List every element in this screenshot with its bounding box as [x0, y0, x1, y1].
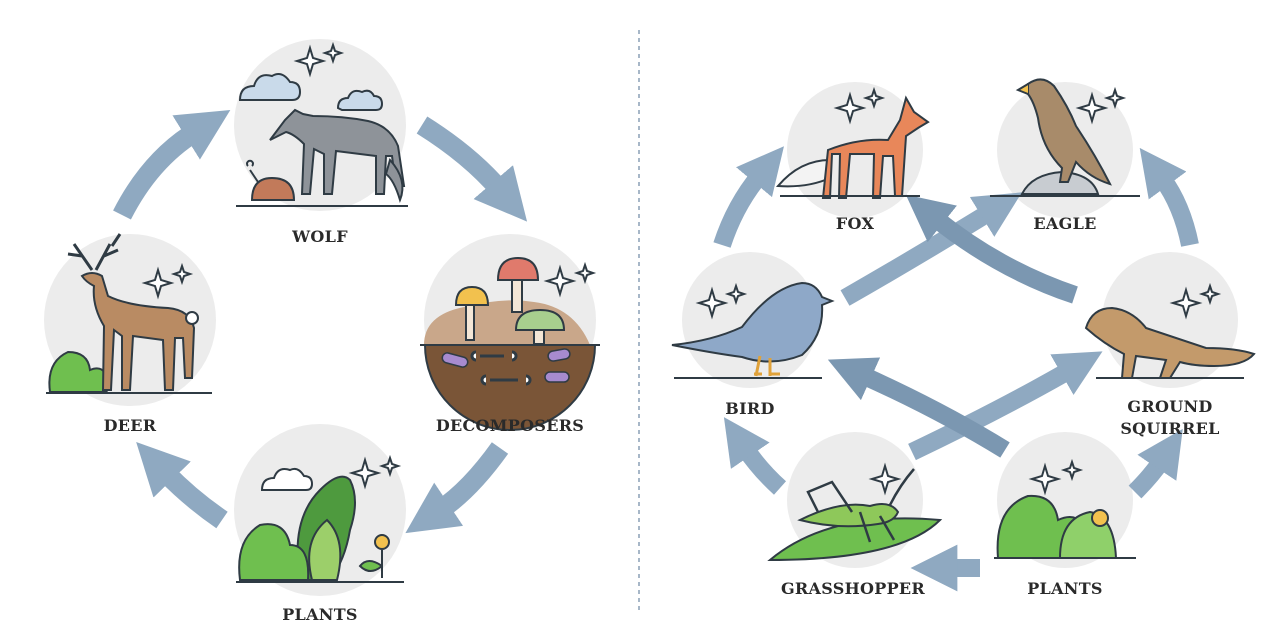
bone-icon	[480, 374, 532, 386]
bird-illustration	[671, 281, 835, 379]
sparkle-icon	[321, 41, 345, 65]
sparkle-icon	[348, 456, 382, 490]
bone-icon	[246, 159, 259, 183]
label-grasshopper: GRASSHOPPER	[781, 579, 925, 598]
label-plants-left: PLANTS	[282, 605, 358, 624]
arrow-grasshopper-to-bird	[723, 417, 787, 495]
sparkle-icon	[1103, 86, 1127, 110]
arrow-wolf-to-decomposers	[416, 116, 528, 222]
sparkle-icon	[695, 286, 729, 320]
fox-tail	[775, 158, 831, 188]
sparkle-icon	[833, 91, 867, 125]
label-wolf: WOLF	[291, 227, 348, 246]
cloud-icon	[260, 467, 314, 491]
flower-icon	[1091, 509, 1109, 527]
arrow-grasshopper-to-squirrel	[908, 351, 1103, 461]
arrow-plants-to-squirrel	[1128, 428, 1183, 499]
sparkle-icon	[1198, 282, 1222, 306]
sparkle-icon	[378, 454, 402, 478]
leaf-icon	[767, 517, 943, 562]
sparkle-icon	[543, 264, 577, 298]
plants-left-illustration	[236, 454, 404, 583]
eagle-illustration	[990, 78, 1140, 197]
leaf-icon	[308, 518, 342, 581]
grasshopper-body	[797, 503, 900, 528]
grasshopper-illustration	[767, 462, 943, 562]
label-ground-squirrel-2: SQUIRREL	[1120, 419, 1219, 438]
label-bird: BIRD	[725, 399, 774, 418]
label-deer: DEER	[104, 416, 157, 435]
decomposers-illustration	[420, 256, 600, 431]
wolf-illustration	[236, 41, 408, 207]
sparkle-icon	[573, 261, 597, 285]
mushroom-icon	[514, 308, 566, 331]
wolf-body	[269, 108, 406, 195]
squirrel-body	[1084, 306, 1256, 379]
eagle-body	[1027, 78, 1112, 186]
arrow-bird-to-eagle	[840, 192, 1022, 306]
soil-cross-section	[423, 344, 597, 431]
arrow-plants-to-bird	[827, 357, 1010, 458]
arrow-squirrel-to-fox	[905, 194, 1078, 304]
arrow-squirrel-to-eagle	[1139, 147, 1199, 247]
cloud-icon	[336, 89, 384, 111]
deer-illustration	[46, 233, 212, 394]
mushroom-icon	[496, 256, 540, 281]
plants-right-illustration	[994, 458, 1136, 559]
meat-icon	[250, 176, 296, 201]
bush-icon	[238, 523, 310, 581]
label-fox: FOX	[836, 214, 875, 233]
sparkle-icon	[1060, 458, 1084, 482]
label-ground-squirrel-1: GROUND	[1127, 397, 1212, 416]
sparkle-icon	[293, 44, 327, 78]
arrow-deer-to-wolf	[113, 110, 231, 220]
sparkle-icon	[862, 86, 886, 110]
sparkle-icon	[170, 262, 194, 286]
label-eagle: EAGLE	[1033, 214, 1096, 233]
arrow-bird-to-fox	[713, 146, 784, 248]
mushroom-icon	[454, 285, 490, 306]
sparkle-icon	[1028, 462, 1062, 496]
label-decomposers: DECOMPOSERS	[436, 416, 584, 435]
squirrel-illustration	[1084, 282, 1256, 379]
sparkle-icon	[1169, 286, 1203, 320]
label-plants-right: PLANTS	[1027, 579, 1103, 598]
flower-icon	[374, 534, 390, 550]
fox-illustration	[775, 86, 930, 199]
bone-icon	[470, 350, 518, 362]
sparkle-icon	[868, 462, 902, 496]
arrow-decomposers-to-plants	[405, 442, 509, 534]
antlers	[67, 233, 122, 271]
bird-body	[671, 281, 835, 363]
cloud-icon	[238, 73, 302, 101]
arrow-plants-to-deer	[136, 442, 228, 529]
sparkle-icon	[724, 282, 748, 306]
fox-body	[821, 95, 930, 199]
sparkle-icon	[1075, 91, 1109, 125]
deer-body	[80, 272, 196, 391]
sparkle-icon	[141, 266, 175, 300]
